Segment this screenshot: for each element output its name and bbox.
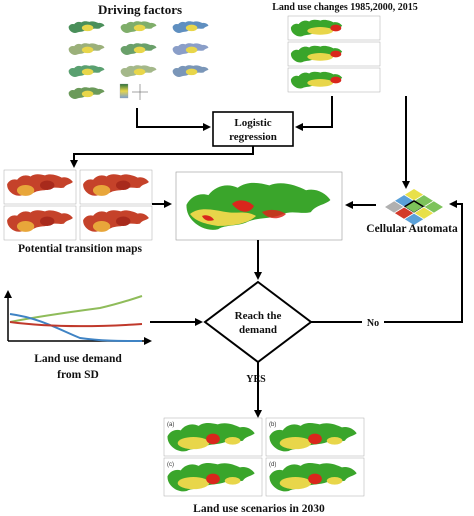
driving-factor-map bbox=[69, 43, 105, 55]
reach-line2: demand bbox=[239, 324, 277, 336]
simulation-map bbox=[176, 172, 342, 240]
potential-transition-map bbox=[4, 170, 76, 204]
logistic-line1: Logistic bbox=[234, 117, 271, 129]
land-use-scenario-map: (c) bbox=[164, 458, 262, 496]
land-use-change-map bbox=[288, 42, 380, 66]
driving-factor-map bbox=[69, 65, 105, 77]
logistic-line2: regression bbox=[229, 131, 277, 143]
arrow-changes-to-regression bbox=[297, 96, 332, 127]
driving-factors-label: Driving factors bbox=[98, 2, 182, 17]
potential-transition-map bbox=[80, 206, 152, 240]
arrow-regression-to-potential bbox=[74, 146, 253, 166]
sd-demand-chart bbox=[8, 292, 150, 341]
scenario-tag: (d) bbox=[269, 462, 276, 468]
land-use-changes-label: Land use changes 1985,2000, 2015 bbox=[272, 2, 418, 13]
driving-factor-maps bbox=[69, 21, 209, 99]
demand-line1: Land use demand bbox=[34, 353, 122, 365]
yes-label: YES bbox=[246, 374, 266, 385]
sd-series-red bbox=[10, 322, 142, 326]
land-use-change-map bbox=[288, 68, 380, 92]
scenario-tag: (a) bbox=[167, 422, 174, 428]
driving-factor-map bbox=[121, 43, 157, 55]
potential-maps-label: Potential transition maps bbox=[18, 243, 142, 255]
sd-series-blue bbox=[10, 314, 142, 341]
driving-factor-map bbox=[69, 21, 105, 33]
potential-transition-map bbox=[80, 170, 152, 204]
land-use-scenario-map: (d) bbox=[266, 458, 364, 496]
cellular-automata-grid bbox=[384, 189, 443, 226]
reach-line1: Reach the bbox=[235, 310, 282, 322]
no-label: No bbox=[367, 318, 379, 329]
land-use-change-map bbox=[288, 16, 380, 40]
scenario-tag: (c) bbox=[167, 462, 174, 468]
land-use-scenario-map: (a) bbox=[164, 418, 262, 456]
scenario-tag: (b) bbox=[269, 422, 276, 428]
scenarios-label: Land use scenarios in 2030 bbox=[193, 503, 325, 515]
driving-factor-map bbox=[69, 87, 105, 99]
driving-factor-map bbox=[173, 21, 209, 33]
cellular-automata-label: Cellular Automata bbox=[366, 223, 458, 235]
demand-line2: from SD bbox=[57, 369, 99, 381]
arrow-factors-to-regression bbox=[137, 108, 209, 127]
potential-transition-map bbox=[4, 206, 76, 240]
land-use-scenario-maps: (a) (b) (c) (d) bbox=[164, 418, 364, 496]
land-use-scenario-map: (b) bbox=[266, 418, 364, 456]
reach-demand-diamond bbox=[205, 282, 311, 362]
driving-factor-map bbox=[173, 43, 209, 55]
driving-factor-map bbox=[173, 65, 209, 77]
factor-legend bbox=[120, 84, 148, 100]
potential-transition-maps bbox=[4, 170, 152, 240]
driving-factor-map bbox=[121, 65, 157, 77]
land-use-change-maps bbox=[288, 16, 380, 92]
driving-factor-map bbox=[121, 21, 157, 33]
